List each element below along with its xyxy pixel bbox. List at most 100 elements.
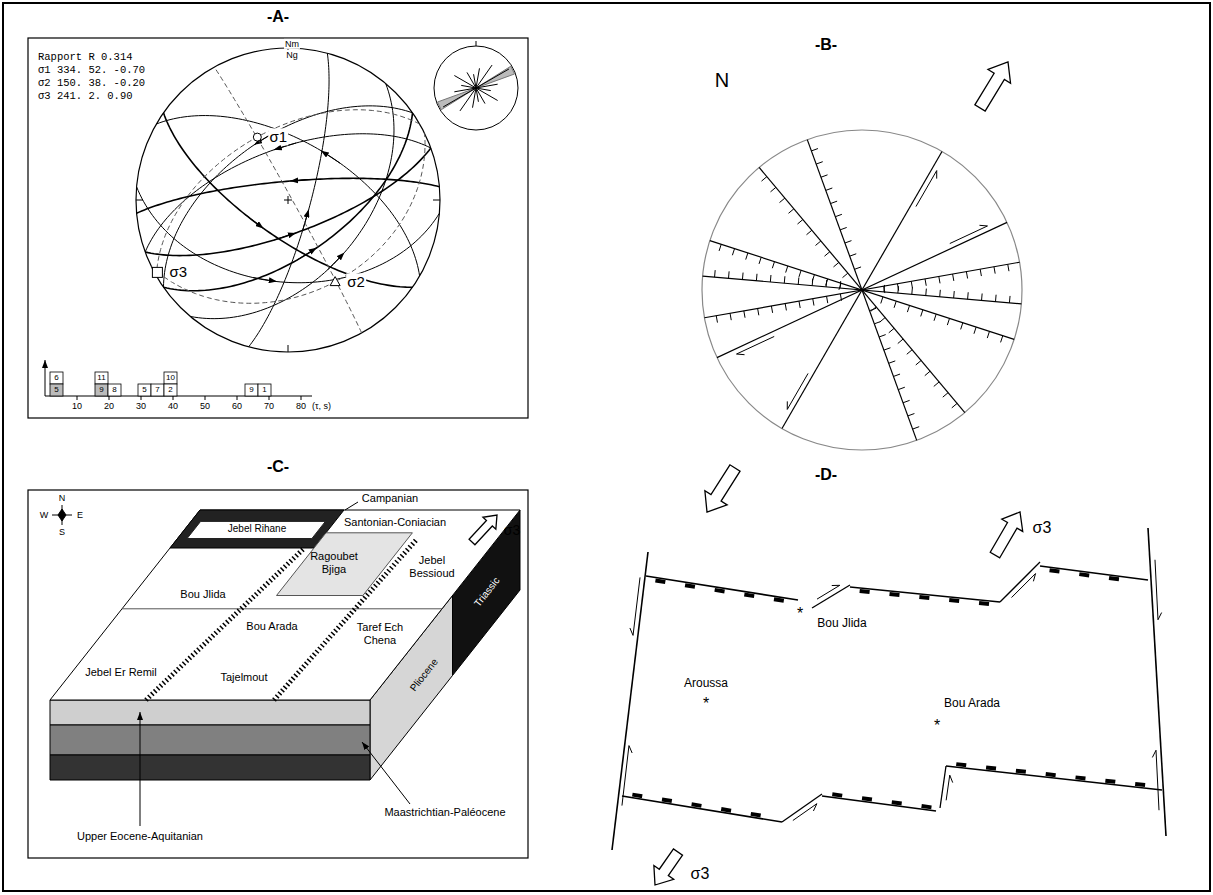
- compass-center: [58, 509, 66, 521]
- fault-tick: [925, 289, 927, 296]
- fault-plane-trace: [137, 178, 440, 213]
- histogram-box: [164, 384, 177, 396]
- fault-tick: [921, 310, 923, 317]
- fault-tick: [1001, 336, 1003, 343]
- fault-tick: [967, 292, 969, 299]
- stress-axis-text: σ1 334. 52. -0.70: [38, 64, 145, 76]
- fault-tick: [845, 241, 852, 243]
- count-number: 11: [97, 373, 105, 382]
- boundary-fault: [612, 552, 648, 850]
- count-number: 2: [168, 385, 172, 394]
- histogram-box: [258, 384, 271, 396]
- rose-line: [474, 74, 479, 102]
- transfer-fault: [782, 794, 822, 822]
- normal-fault: [807, 140, 916, 441]
- fault-tick: [1008, 264, 1009, 271]
- fault-tick: [742, 273, 744, 280]
- south-tick: [288, 345, 289, 352]
- rose-circle: [434, 46, 518, 130]
- fault-tick: [759, 257, 761, 264]
- fault-tick: [939, 290, 941, 297]
- fault-tick: [744, 311, 745, 318]
- stress-axis-text: σ2 150. 38. -0.20: [38, 77, 145, 89]
- fault-tick: [831, 201, 838, 203]
- fault-tick: [903, 400, 910, 402]
- place-name: Aroussa: [684, 677, 728, 691]
- fault-tick: [961, 323, 963, 330]
- fault-tick: [730, 313, 731, 320]
- rose-line: [467, 72, 485, 103]
- fault-tick: [859, 589, 869, 594]
- fault-tick: [952, 403, 957, 407]
- fault-plane-trace: [249, 53, 329, 347]
- fault-tick: [807, 230, 812, 234]
- fault-tick: [907, 350, 912, 354]
- slip-half-arrow: [630, 577, 640, 635]
- panel-letter: -D-: [811, 466, 842, 484]
- fault-tick: [892, 800, 902, 805]
- leader-line: [140, 712, 141, 826]
- panel-d-art: [612, 512, 1166, 885]
- place-name: Taref Ech Chena: [350, 621, 410, 646]
- panel-letter: -B-: [811, 36, 842, 54]
- fault-tick: [893, 374, 900, 376]
- fault-tick: [947, 318, 949, 325]
- principal-plane: [151, 133, 425, 303]
- fault-tick: [1079, 572, 1089, 577]
- fault-tick: [889, 361, 896, 363]
- fault-tick: [1105, 779, 1115, 784]
- site-marker: *: [703, 695, 709, 713]
- sigma1-marker: [253, 133, 261, 141]
- fault-tick: [785, 304, 786, 311]
- histogram-tick: [269, 396, 270, 400]
- fault-tick: [771, 306, 772, 313]
- slip-arrow: [253, 278, 277, 282]
- sigma3-marker: [152, 267, 162, 277]
- ridge-strip: [187, 521, 325, 538]
- leader-line: [345, 502, 358, 510]
- fault-tick: [1109, 576, 1119, 581]
- fault-tick: [662, 797, 673, 803]
- panel-a-art: [28, 38, 528, 418]
- fault-tick: [812, 275, 814, 282]
- normal-fault: [646, 576, 798, 600]
- fault-tick: [894, 301, 896, 308]
- compass-letter: N: [59, 493, 66, 503]
- axis-tick-label: 60: [232, 401, 242, 411]
- place-name: Ragoubet Bjiga: [303, 550, 365, 575]
- formation-name: Maastrichtian-Paléocene: [384, 806, 505, 819]
- fault-plane-trace: [163, 113, 412, 291]
- north-label: N: [715, 69, 729, 92]
- fault-tick: [883, 285, 885, 292]
- fault-tick: [862, 796, 872, 801]
- count-number: 9: [249, 385, 253, 394]
- ratio-text: Rapport R 0.314: [38, 51, 133, 63]
- fault-tick: [966, 272, 967, 279]
- place-name: Bou Jlida: [817, 617, 866, 631]
- normal-fault: [822, 796, 936, 811]
- fault-tick: [744, 593, 755, 599]
- fault-tick: [911, 281, 912, 288]
- extension-arrow: [705, 465, 740, 512]
- fault-tick: [798, 277, 800, 284]
- fault-tick: [813, 299, 814, 306]
- compass-letter: E: [77, 510, 83, 520]
- sigma2-marker: [330, 277, 340, 286]
- fault-tick: [934, 382, 939, 386]
- fault-tick: [995, 295, 997, 302]
- fault-tick: [1049, 568, 1059, 573]
- slip-half-arrow: [946, 775, 953, 800]
- fault-tick: [774, 597, 785, 603]
- extension-arrow: [975, 62, 1011, 111]
- fault-tick: [842, 273, 847, 277]
- fault-tick: [884, 348, 891, 350]
- fault-tick: [832, 792, 842, 797]
- fault-tick: [789, 209, 794, 213]
- fault-tick: [850, 254, 857, 256]
- stress-label: σ3: [504, 522, 520, 538]
- place-name: Bou Arada: [944, 697, 1000, 711]
- stereonet-circle: [136, 48, 440, 352]
- site-marker: *: [797, 605, 803, 623]
- leader-line: [362, 742, 410, 804]
- axis-tick-label: 40: [168, 401, 178, 411]
